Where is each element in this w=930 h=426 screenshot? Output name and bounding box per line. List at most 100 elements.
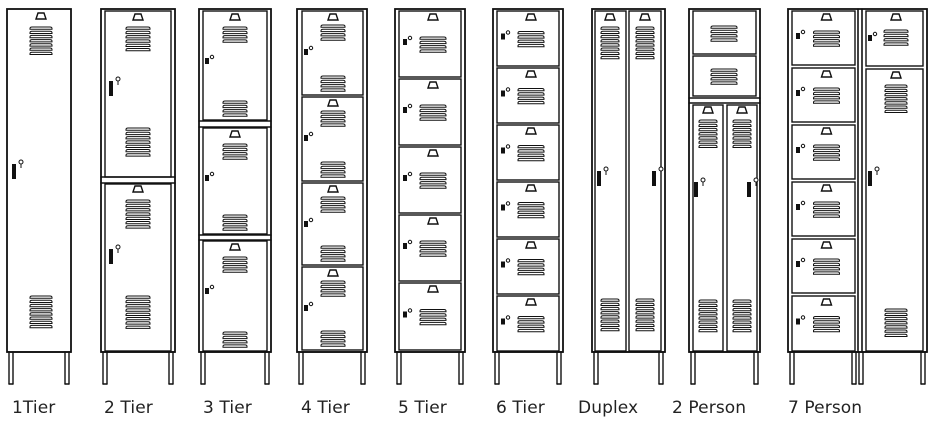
door-pull-icon bbox=[132, 185, 144, 193]
louver-slot bbox=[813, 157, 840, 161]
lock-knob bbox=[800, 257, 806, 263]
louver-slot bbox=[635, 43, 655, 47]
louver-slot bbox=[419, 36, 447, 40]
door-pull-icon bbox=[525, 184, 537, 192]
louver-slot bbox=[517, 324, 545, 328]
latch-bar bbox=[597, 171, 601, 186]
louver-slot bbox=[320, 165, 346, 170]
latch-bar bbox=[796, 318, 800, 325]
louver-slot bbox=[125, 144, 151, 148]
door-pull-icon bbox=[525, 127, 537, 135]
louver-slot bbox=[29, 47, 53, 51]
louver-slot bbox=[517, 149, 545, 153]
louver-vent bbox=[517, 31, 545, 48]
louver-slot bbox=[517, 259, 545, 263]
louver-slot bbox=[884, 329, 908, 333]
louver-vent bbox=[222, 26, 248, 43]
louver-slot bbox=[813, 43, 840, 47]
lock-knob bbox=[115, 244, 121, 250]
louver-slot bbox=[29, 26, 53, 30]
louver-slot bbox=[732, 316, 752, 320]
locker-legs bbox=[199, 351, 271, 385]
louver-slot bbox=[635, 26, 655, 30]
louver-vent bbox=[125, 26, 151, 52]
louver-slot bbox=[732, 140, 752, 144]
door-pull-icon bbox=[639, 13, 651, 21]
louver-vent bbox=[29, 26, 53, 55]
louver-slot bbox=[600, 30, 620, 34]
louver-slot bbox=[419, 40, 447, 45]
louver-slot bbox=[222, 227, 248, 231]
door-pull-icon bbox=[525, 70, 537, 78]
louver-vent bbox=[710, 68, 738, 85]
locker-legs bbox=[395, 351, 465, 385]
latch-bar bbox=[501, 204, 505, 211]
lock-knob bbox=[407, 35, 413, 41]
louver-slot bbox=[125, 153, 151, 157]
louver-slot bbox=[29, 51, 53, 55]
louver-slot bbox=[517, 206, 545, 210]
louver-slot bbox=[320, 280, 346, 284]
louver-slot bbox=[635, 306, 655, 311]
louver-slot bbox=[419, 117, 447, 121]
label-4tier: 4 Tier bbox=[301, 398, 350, 418]
louver-slot bbox=[635, 30, 655, 34]
lock-icon bbox=[109, 244, 121, 264]
lock-icon bbox=[304, 217, 314, 227]
lock-knob bbox=[800, 200, 806, 206]
latch-bar bbox=[205, 288, 209, 294]
louver-slot bbox=[600, 311, 620, 315]
louver-slot bbox=[320, 119, 346, 123]
louver-slot bbox=[320, 161, 346, 165]
louver-slot bbox=[600, 51, 620, 55]
lock-knob bbox=[505, 258, 511, 263]
louver-slot bbox=[813, 262, 840, 267]
louver-vent bbox=[813, 201, 840, 218]
louver-slot bbox=[635, 51, 655, 55]
louver-slot bbox=[600, 306, 620, 311]
latch-bar bbox=[109, 81, 113, 96]
louver-slot bbox=[710, 34, 738, 38]
louver-vent bbox=[125, 199, 151, 229]
louver-slot bbox=[813, 214, 840, 218]
louver-slot bbox=[600, 39, 620, 43]
lock-icon bbox=[796, 200, 806, 210]
louver-slot bbox=[517, 31, 545, 35]
louver-slot bbox=[710, 25, 738, 29]
lock-knob bbox=[505, 201, 511, 206]
label-7person: 7 Person bbox=[788, 398, 863, 418]
lock-icon bbox=[747, 177, 759, 197]
louver-slot bbox=[419, 321, 447, 326]
louver-slot bbox=[698, 132, 718, 136]
door-pull-icon bbox=[820, 184, 833, 192]
lock-icon bbox=[501, 30, 511, 40]
louver-slot bbox=[222, 331, 248, 335]
louver-slot bbox=[698, 316, 718, 320]
lock-knob bbox=[800, 86, 806, 92]
louver-slot bbox=[600, 319, 620, 323]
louver-vent bbox=[125, 295, 151, 329]
louver-slot bbox=[419, 181, 447, 185]
louver-slot bbox=[419, 49, 447, 53]
louver-vent bbox=[517, 259, 545, 276]
latch-bar bbox=[796, 147, 800, 153]
louver-slot bbox=[517, 96, 545, 100]
louver-slot bbox=[698, 123, 718, 127]
louver-slot bbox=[320, 209, 346, 213]
louver-slot bbox=[29, 299, 53, 303]
louver-slot bbox=[813, 316, 840, 320]
louver-slot bbox=[320, 79, 346, 84]
lock-icon bbox=[694, 177, 706, 197]
louver-slot bbox=[600, 55, 620, 60]
door-pull-icon bbox=[820, 13, 833, 21]
lock-knob bbox=[209, 171, 215, 177]
lock-knob bbox=[505, 30, 511, 35]
door-pull-icon bbox=[229, 130, 241, 138]
label-2person: 2 Person bbox=[672, 398, 747, 418]
louver-slot bbox=[29, 320, 53, 324]
louver-vent bbox=[884, 84, 908, 113]
louver-slot bbox=[813, 210, 840, 214]
louver-slot bbox=[419, 45, 447, 49]
lock-icon bbox=[868, 166, 880, 186]
louver-vent bbox=[635, 26, 655, 60]
